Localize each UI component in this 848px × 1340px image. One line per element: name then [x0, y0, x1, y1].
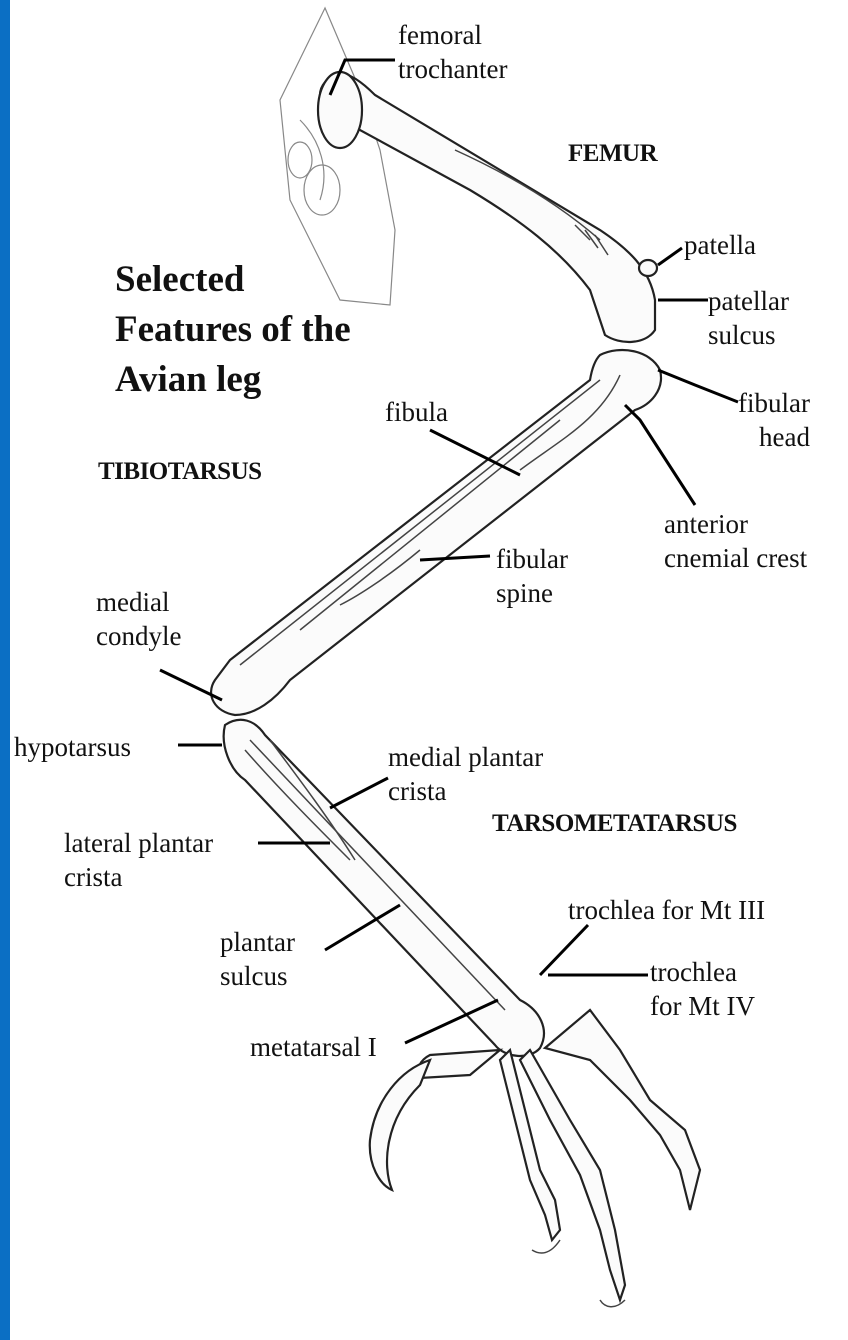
label-lateral-plantar-crista: lateral plantar crista [64, 826, 213, 894]
label-anterior-cnemial-crest: anterior cnemial crest [664, 507, 807, 575]
label-patellar-sulcus: patellar sulcus [708, 284, 789, 352]
label-fibular-head: fibular head [738, 386, 810, 454]
title-line-2: Features of the [115, 305, 351, 355]
section-femur: FEMUR [568, 140, 657, 168]
diagram-title: Selected Features of the Avian leg [115, 255, 351, 405]
label-patella: patella [684, 228, 756, 262]
femur-bone [318, 72, 657, 342]
section-tibiotarsus: TIBIOTARSUS [98, 458, 262, 486]
label-trochlea-mt4: trochlea for Mt IV [650, 955, 755, 1023]
title-line-3: Avian leg [115, 355, 351, 405]
section-tarsometatarsus: TARSOMETATARSUS [492, 810, 737, 838]
label-medial-condyle: medial condyle [96, 585, 181, 653]
label-metatarsal-1: metatarsal I [250, 1030, 377, 1064]
toes [370, 1010, 700, 1307]
title-line-1: Selected [115, 255, 351, 305]
label-fibular-spine: fibular spine [496, 542, 568, 610]
label-femoral-trochanter: femoral trochanter [398, 18, 507, 86]
label-trochlea-mt3: trochlea for Mt III [568, 893, 765, 927]
label-medial-plantar-crista: medial plantar crista [388, 740, 543, 808]
label-hypotarsus: hypotarsus [14, 730, 131, 764]
label-plantar-sulcus: plantar sulcus [220, 925, 295, 993]
label-fibula: fibula [385, 395, 448, 429]
